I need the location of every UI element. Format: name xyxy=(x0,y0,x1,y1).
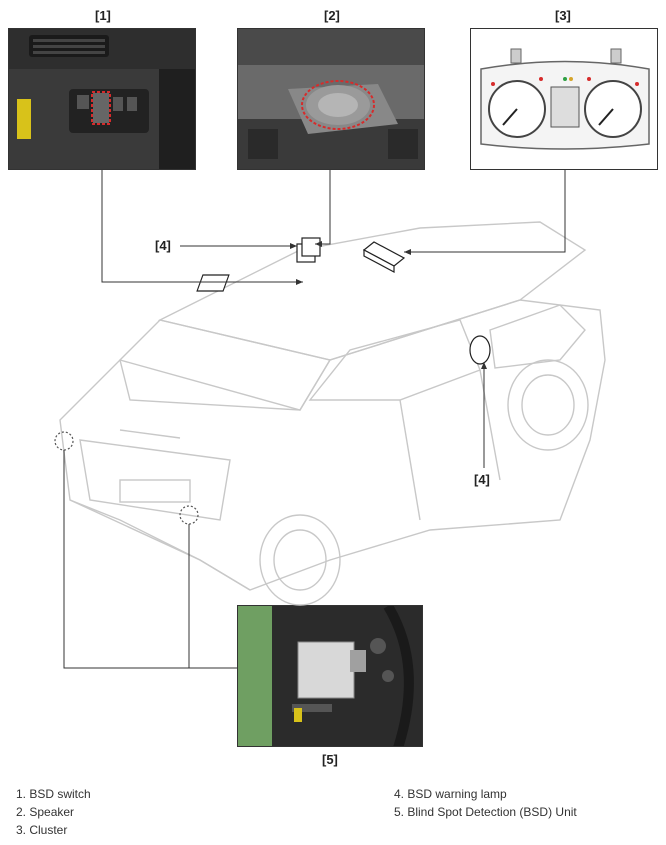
vehicle-outline xyxy=(59,221,606,606)
legend-item-bsd-unit: 5. Blind Spot Detection (BSD) Unit xyxy=(394,805,577,819)
legend-item-bsd-warning-lamp: 4. BSD warning lamp xyxy=(394,787,507,801)
callout-2: [2] xyxy=(324,8,340,23)
left-bsd-unit-marker xyxy=(54,431,74,451)
speaker-photo xyxy=(237,28,425,170)
bsd-switch-illustration xyxy=(9,29,195,169)
bsd-warning-lamp-marker xyxy=(469,335,491,365)
bsd-switch-marker xyxy=(196,274,230,292)
callout-3: [3] xyxy=(555,8,571,23)
cluster-photo xyxy=(470,28,658,170)
right-bsd-unit-marker xyxy=(179,505,199,525)
callout-1: [1] xyxy=(95,8,111,23)
legend-item-speaker: 2. Speaker xyxy=(16,805,75,819)
cluster-marker xyxy=(362,241,406,273)
speaker-marker xyxy=(296,237,321,263)
legend-item-cluster: 3. Cluster xyxy=(16,823,68,837)
leader-lines xyxy=(63,170,566,669)
legend-item-bsd-switch: 1. BSD switch xyxy=(16,787,91,801)
speaker-illustration xyxy=(238,29,424,169)
legend-right: 4. BSD warning lamp 5. Blind Spot Detect… xyxy=(394,785,577,821)
cluster-illustration xyxy=(471,29,657,169)
callout-4-roof: [4] xyxy=(155,238,171,253)
bsd-unit-illustration xyxy=(238,606,422,746)
bsd-unit-photo xyxy=(237,605,423,747)
callout-5: [5] xyxy=(322,752,338,767)
bsd-switch-photo xyxy=(8,28,196,170)
callout-4-mirror: [4] xyxy=(474,472,490,487)
legend-left: 1. BSD switch 2. Speaker 3. Cluster xyxy=(16,785,91,839)
